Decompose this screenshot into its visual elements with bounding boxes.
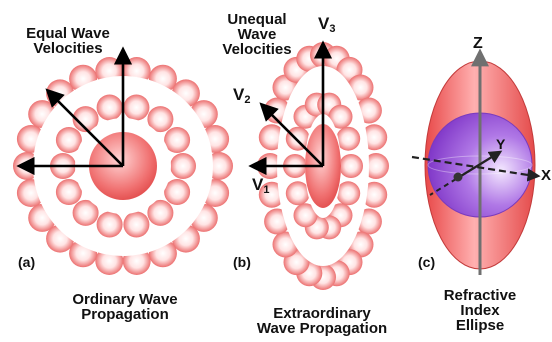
wavelet-petal	[123, 94, 150, 121]
wavelet-petal	[96, 211, 123, 238]
panel-b-title-line1: Unequal	[227, 11, 287, 28]
panel-c-ellipsoid	[411, 48, 541, 275]
wavelet-petal	[96, 94, 123, 121]
panel-b-title: Unequal Wave Velocities	[212, 12, 302, 57]
wavelet-petal	[123, 211, 150, 238]
panel-b-arrows	[248, 40, 333, 176]
inner-wavefront-ring	[50, 94, 196, 238]
panel-a-tag: (a)	[18, 254, 36, 270]
v1-letter: V	[252, 175, 264, 194]
wavelet-petal	[170, 153, 196, 179]
wavelet-petal	[164, 127, 191, 153]
v2-subscript: 2	[244, 94, 251, 106]
panel-c-caption-line2: Index	[460, 302, 500, 319]
panel-a-title: Equal Wave Velocities	[12, 26, 124, 56]
wavelet-petal	[293, 203, 318, 228]
v3-letter: V	[318, 14, 330, 33]
panel-a-title-line2: Velocities	[33, 40, 103, 57]
wavelet-petal	[363, 153, 389, 179]
wavelet-petal	[147, 106, 174, 133]
panel-c-caption-line1: Refractive	[443, 287, 517, 304]
x-axis-dashed	[411, 155, 529, 177]
wavelet-petal	[55, 127, 82, 153]
panel-a-title-line1: Equal Wave	[26, 25, 110, 42]
panel-a-caption-line1: Ordinary Wave	[72, 291, 178, 308]
wavelet-petal	[285, 126, 310, 151]
v1-label: V1	[252, 176, 269, 196]
panel-b-title-line2: Wave	[237, 26, 277, 43]
panel-a-arrows	[16, 46, 133, 176]
wavelet-petal	[55, 179, 82, 205]
axis-z-label: Z	[473, 35, 483, 52]
axis-y-label: Y	[496, 136, 506, 152]
panel-b-caption-line2: Wave Propagation	[256, 320, 388, 337]
panel-b-caption-line1: Extraordinary	[273, 305, 371, 322]
panel-b-title-line3: Velocities	[222, 41, 292, 58]
panel-c-caption-line3: Ellipse	[455, 317, 505, 334]
panel-c-caption: Refractive Index Ellipse	[418, 288, 542, 333]
panel-b-tag: (b)	[233, 254, 251, 270]
wavelet-petal	[164, 179, 191, 205]
panel-b-caption: Extraordinary Wave Propagation	[236, 306, 408, 336]
y-axis-arrow	[455, 150, 503, 180]
wavelet-petal	[336, 126, 361, 151]
panel-c-tag: (c)	[418, 254, 436, 270]
v2-arrow	[259, 102, 324, 167]
v2-letter: V	[233, 85, 245, 104]
panel-a-caption-line2: Propagation	[81, 306, 169, 323]
wavelet-petal	[72, 199, 99, 226]
wavelet-petal	[339, 154, 363, 178]
v2-label: V2	[233, 86, 250, 106]
axis-origin-dot	[453, 172, 463, 182]
wavelet-petal	[147, 199, 174, 226]
wavelet-petal	[328, 104, 353, 129]
panel-a-caption: Ordinary Wave Propagation	[40, 292, 210, 322]
v3-subscript: 3	[329, 23, 336, 35]
velocity-arrow-diagonal	[45, 88, 124, 167]
wavelet-petal	[285, 181, 310, 206]
x-axis-arrow	[526, 168, 541, 182]
wavelet-petal	[336, 181, 361, 206]
v3-label: V3	[318, 15, 335, 35]
v1-subscript: 1	[263, 184, 270, 196]
axis-x-label: X	[541, 167, 552, 184]
wavelet-petal	[72, 106, 99, 133]
